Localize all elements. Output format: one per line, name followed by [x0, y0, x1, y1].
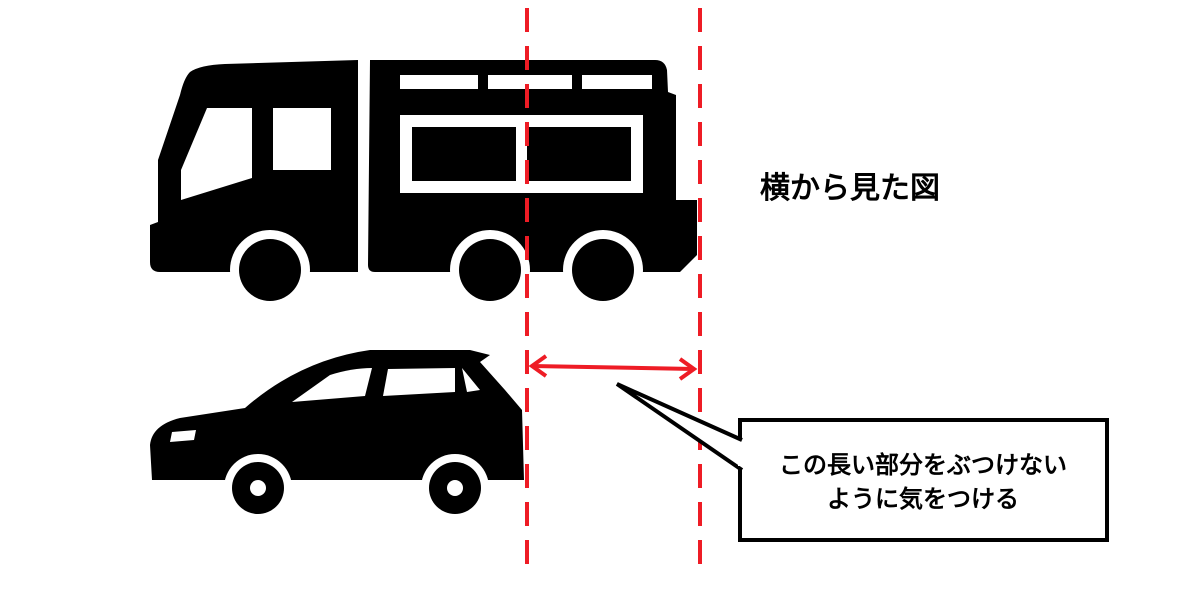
callout-line-1: この長い部分をぶつけない [779, 451, 1067, 479]
diagram-title: 横から見た図 [760, 171, 940, 206]
callout-line-2: ように気をつける [827, 485, 1019, 513]
overhang-arrow [528, 354, 698, 381]
callout-box: この長い部分をぶつけない ように気をつける [615, 382, 1109, 542]
truck-icon [150, 60, 697, 310]
car-icon [150, 350, 524, 522]
